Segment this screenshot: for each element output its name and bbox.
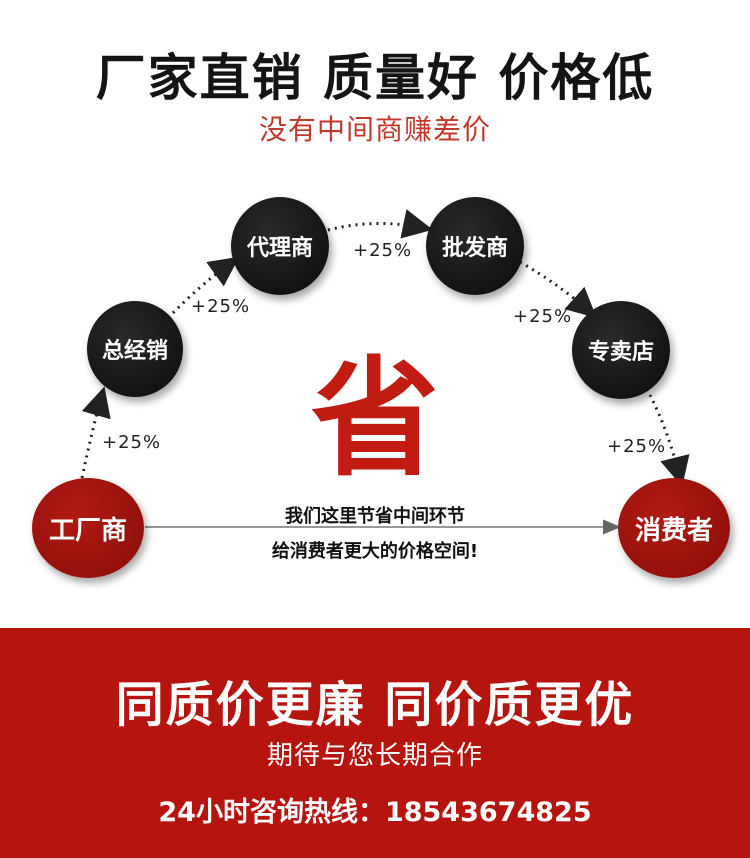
- footer-subtitle: 期待与您长期合作: [266, 741, 483, 771]
- connector-arrows: [80, 209, 690, 535]
- footer-banner: [0, 628, 750, 858]
- markup-label-3: +25%: [353, 240, 413, 261]
- center-text-line-2: 给消费者更大的价格空间!: [271, 541, 479, 562]
- node-factory: 工厂商: [32, 478, 144, 578]
- arrow-store-to-consumer: [648, 394, 690, 487]
- markup-label-4: +25%: [513, 306, 573, 327]
- supply-chain-diagram: 总经销 代理商 批发商 专卖店 工厂商 消费者 +25% +25% +25% +…: [32, 197, 730, 578]
- save-character: 省: [310, 345, 439, 494]
- footer-title: 同质价更廉 同价质更优: [115, 677, 635, 733]
- markup-label-2: +25%: [191, 296, 251, 317]
- center-text-line-1: 我们这里节省中间环节: [285, 506, 465, 527]
- node-consumer: 消费者: [618, 478, 730, 578]
- node-agent: 代理商: [231, 197, 329, 295]
- arrow-general-to-agent: [166, 256, 240, 320]
- page-subtitle: 没有中间商赚差价: [258, 113, 491, 146]
- markup-label-1: +25%: [102, 432, 162, 453]
- node-store: 专卖店: [572, 301, 670, 399]
- markup-label-5: +25%: [607, 436, 667, 457]
- arrow-wholesaler-to-store: [519, 260, 597, 319]
- arrow-agent-to-wholesaler: [327, 209, 433, 239]
- hotline-text: 24小时咨询热线：18543674825: [158, 797, 592, 828]
- node-wholesaler: 批发商: [426, 197, 524, 295]
- page-title: 厂家直销 质量好 价格低: [95, 49, 655, 107]
- arrow-factory-to-general: [80, 386, 111, 479]
- node-general-agent: 总经销: [87, 301, 183, 397]
